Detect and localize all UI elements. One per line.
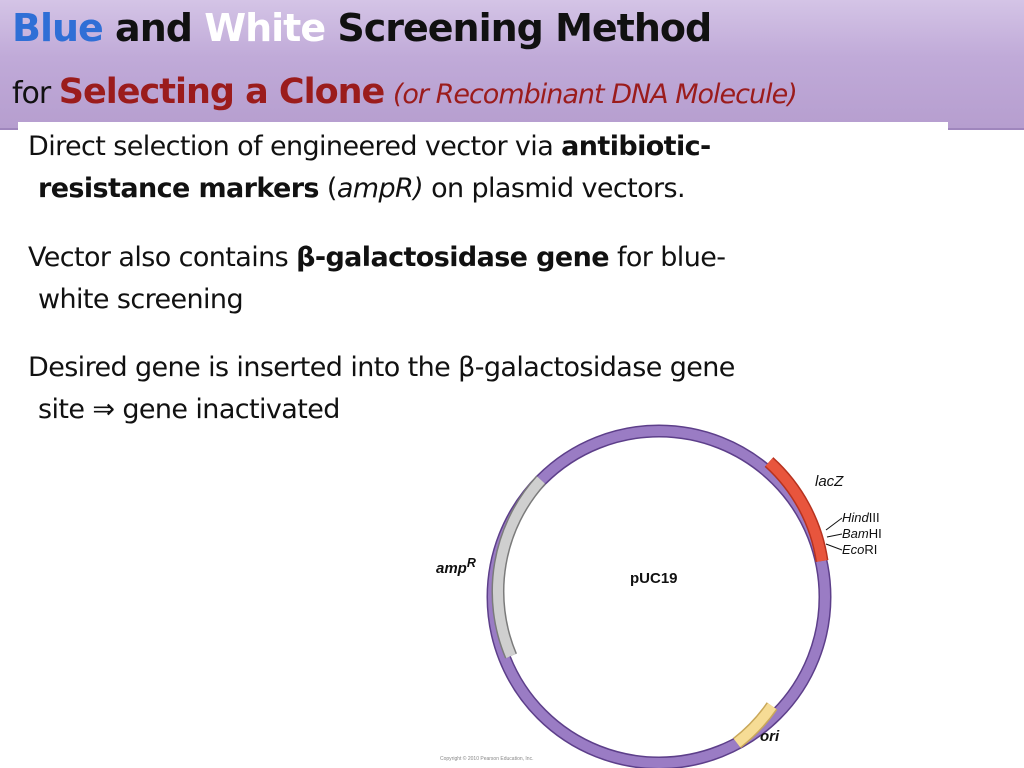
title-word-for: for — [12, 76, 59, 111]
bullet-1-ampr: ampR) — [336, 173, 424, 204]
amp-segment-fill — [492, 476, 545, 658]
plasmid-name-label: pUC19 — [630, 570, 678, 587]
copyright-text: Copyright © 2010 Pearson Education, Inc. — [440, 756, 534, 762]
ampr-base: amp — [436, 560, 467, 577]
bullet-1-text-a: Direct selection of engineered vector vi… — [28, 131, 562, 162]
bullet-2-text-c: for blue- — [608, 242, 726, 273]
ori-segment-fill — [733, 703, 777, 747]
title-word-white: White — [204, 6, 326, 50]
title-subtitle-italic: (or Recombinant DNA Molecule) — [392, 79, 798, 110]
title-word-blue: Blue — [12, 6, 104, 50]
plasmid-ring-fill — [488, 426, 830, 768]
bamhi-rest: HI — [868, 526, 882, 541]
title-band: Blue and White Screening Method for Sele… — [0, 0, 1024, 130]
bamhi-italic: Bam — [842, 526, 869, 541]
title-line-1: Blue and White Screening Method — [12, 6, 712, 50]
bullet-1-bold-a: antibiotic- — [561, 131, 711, 162]
ampr-superscript: R — [466, 556, 476, 570]
ori-label: ori — [760, 728, 780, 745]
bullet-3-line-2: site ⇒ gene inactivated — [38, 394, 340, 425]
bullet-1-paren: ( — [318, 173, 338, 204]
bullet-3: Desired gene is inserted into the β-gala… — [28, 347, 928, 431]
plasmid-diagram — [486, 424, 843, 768]
bullet-2: Vector also contains β-galactosidase gen… — [28, 237, 928, 321]
bullet-1-line-2: resistance markers (ampR) on plasmid vec… — [28, 168, 928, 210]
content-panel — [18, 122, 948, 432]
bamhi-leader-line — [826, 533, 843, 538]
bullet-2-bold: β-galactosidase gene — [296, 242, 609, 273]
ecori-leader-line — [825, 543, 843, 551]
title-space — [384, 76, 393, 111]
hindiii-italic: Hind — [842, 510, 869, 525]
ecori-label: EcoRI — [842, 542, 877, 557]
title-selecting-clone: Selecting a Clone — [58, 72, 385, 112]
title-line-2: for Selecting a Clone (or Recombinant DN… — [12, 72, 798, 112]
hindiii-rest: III — [868, 510, 880, 525]
bamhi-label: BamHI — [842, 526, 882, 541]
hindiii-leader-line — [825, 517, 843, 531]
bullet-2-line-2: white screening — [38, 284, 244, 315]
ampr-label: ampR — [436, 556, 476, 577]
bullet-1-tail: on plasmid vectors. — [423, 173, 686, 204]
bullet-3-text-a: Desired gene is inserted into the β-gala… — [28, 352, 735, 383]
ecori-rest: RI — [864, 542, 878, 557]
lacz-segment-fill — [765, 458, 827, 562]
bullet-2-text-a: Vector also contains — [28, 242, 297, 273]
bullet-1-bold-b: resistance markers — [38, 173, 319, 204]
ecori-italic: Eco — [842, 542, 865, 557]
title-word-and: and — [102, 6, 205, 50]
lacz-label: lacZ — [815, 473, 844, 490]
hindiii-label: HindIII — [842, 510, 880, 525]
title-word-rest: Screening Method — [325, 6, 712, 50]
bullet-1: Direct selection of engineered vector vi… — [28, 126, 928, 210]
